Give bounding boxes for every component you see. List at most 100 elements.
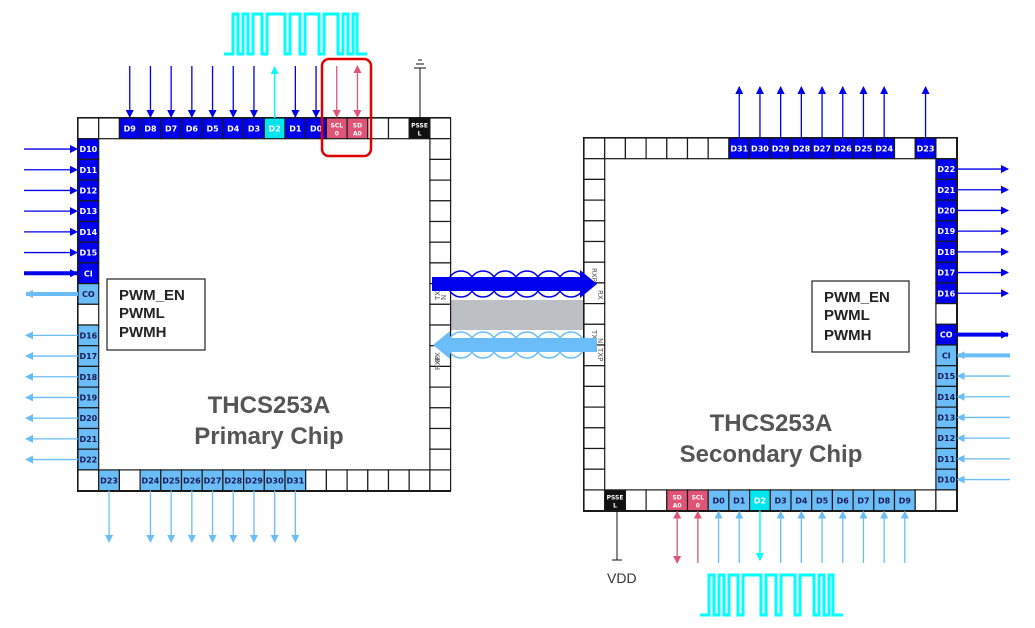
svg-text:D16: D16 [937, 289, 955, 298]
svg-text:D0: D0 [712, 496, 725, 505]
pin-d7: D7 [852, 489, 875, 512]
pin-unused [429, 200, 452, 223]
pin-unused [77, 469, 100, 492]
svg-text:D10: D10 [937, 476, 955, 485]
pin-d10: D10 [935, 468, 958, 491]
pin-unused [686, 137, 709, 160]
pin-d28: D28 [790, 137, 813, 160]
svg-text:D0: D0 [310, 124, 323, 133]
pin-d24: D24 [873, 137, 896, 160]
svg-text:D4: D4 [227, 124, 240, 133]
pin-unused [429, 386, 452, 409]
pin-unused [408, 469, 431, 492]
svg-text:A0: A0 [673, 502, 682, 509]
svg-text:D22: D22 [79, 456, 97, 465]
pin-d12: D12 [935, 427, 958, 450]
pin-unused [935, 137, 958, 160]
serial-link-tx [432, 270, 597, 298]
pin-d6: D6 [180, 117, 203, 140]
svg-text:D7: D7 [857, 496, 869, 505]
pin-d4: D4 [222, 117, 245, 140]
pwmh-label: PWMH [119, 324, 167, 341]
txp-label: TXP [434, 287, 442, 301]
rx-arrow [433, 331, 597, 359]
pin-d7: D7 [160, 117, 183, 140]
pin-unused [77, 117, 100, 140]
pin-unused [583, 489, 606, 512]
svg-text:SCL: SCL [692, 494, 705, 501]
pin-d20: D20 [935, 199, 958, 222]
pin-d9: D9 [118, 117, 141, 140]
pin-d22: D22 [935, 158, 958, 180]
pin-unused [935, 303, 958, 325]
svg-text:D30: D30 [266, 476, 284, 485]
vdd-connection: VDD [607, 511, 637, 586]
pin-ci: CI [935, 344, 958, 367]
svg-text:D21: D21 [937, 186, 955, 195]
svg-text:CI: CI [84, 269, 93, 278]
pin-unused [429, 303, 452, 326]
pin-unused [429, 179, 452, 202]
svg-text:D11: D11 [937, 455, 955, 464]
svg-text:A0: A0 [353, 130, 362, 137]
pwml-label: PWML [119, 305, 165, 322]
pin-d2: D2 [748, 489, 771, 512]
pin-d5: D5 [811, 489, 834, 512]
svg-text:D11: D11 [79, 166, 97, 175]
svg-text:CI: CI [942, 351, 951, 360]
pin-d28: D28 [222, 469, 245, 492]
pin-unused [583, 137, 606, 160]
pin-unused [707, 137, 730, 160]
svg-text:D3: D3 [248, 124, 260, 133]
svg-text:D10: D10 [79, 145, 97, 154]
pin-d12: D12 [77, 179, 100, 202]
pin-unused [914, 489, 937, 512]
pin-unused [305, 469, 328, 492]
pin-unused [583, 427, 606, 450]
pin-unused [893, 137, 916, 160]
pin-d18: D18 [935, 240, 958, 263]
svg-text:D13: D13 [79, 207, 97, 216]
svg-text:D20: D20 [937, 206, 955, 215]
svg-text:D30: D30 [751, 144, 769, 153]
pin-unused [604, 137, 627, 160]
waveform-top-icon [224, 12, 367, 56]
svg-text:D4: D4 [795, 496, 808, 505]
svg-text:D14: D14 [79, 228, 97, 237]
pin-d21: D21 [77, 427, 100, 450]
svg-text:D26: D26 [183, 476, 201, 485]
svg-text:PSSE: PSSE [607, 494, 624, 501]
pin-d11: D11 [935, 447, 958, 470]
svg-text:D18: D18 [937, 248, 955, 257]
svg-text:D6: D6 [837, 496, 850, 505]
pin-d0: D0 [305, 117, 328, 140]
ground-icon [414, 59, 426, 118]
pin-unused [429, 407, 452, 430]
pin-d19: D19 [77, 386, 100, 409]
svg-text:D5: D5 [816, 496, 829, 505]
pin-d8: D8 [139, 117, 162, 140]
svg-text:L: L [418, 130, 422, 137]
pin-d2: D2 [263, 117, 286, 140]
svg-text:D8: D8 [878, 496, 891, 505]
pin-d18: D18 [77, 365, 100, 388]
pin-unused [429, 241, 452, 264]
svg-text:D29: D29 [772, 144, 790, 153]
pin-d27: D27 [201, 469, 224, 492]
pin-d19: D19 [935, 220, 958, 243]
pin-d6: D6 [831, 489, 854, 512]
pin-unused [346, 469, 369, 492]
svg-text:L: L [613, 502, 617, 509]
svg-text:SD: SD [353, 122, 362, 129]
svg-text:D5: D5 [206, 124, 219, 133]
svg-text:SCL: SCL [330, 122, 343, 129]
pin-d13: D13 [935, 406, 958, 429]
svg-text:D21: D21 [79, 435, 97, 444]
pin-d16: D16 [935, 282, 958, 305]
pin-unused [429, 138, 452, 160]
pin-unused [666, 137, 689, 160]
vdd-label: VDD [607, 570, 637, 586]
pin-d24: D24 [139, 469, 162, 492]
